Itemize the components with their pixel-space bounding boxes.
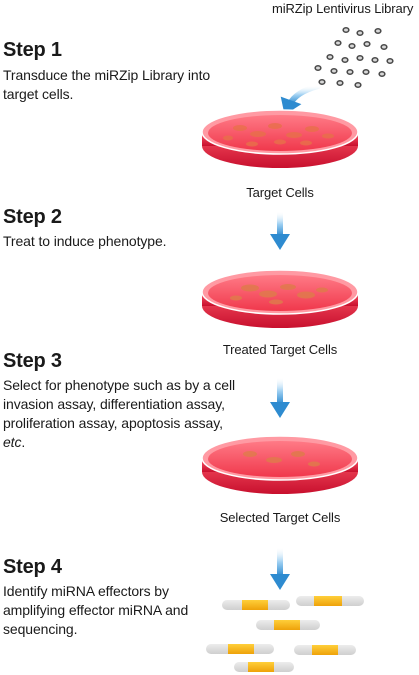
sequence-read xyxy=(206,644,274,654)
sequence-read xyxy=(294,645,356,655)
step-4-text: Identify miRNA effectors by amplifying e… xyxy=(3,583,189,637)
step-3-text: Select for phenotype such as by a cell i… xyxy=(3,376,235,452)
step-4-title: Step 4 xyxy=(3,556,62,578)
petri-dish-3 xyxy=(201,435,359,495)
sequence-reads xyxy=(206,596,364,672)
sequence-read xyxy=(222,600,290,610)
sequence-read xyxy=(296,596,364,606)
arrow-icon-step-2 xyxy=(270,212,290,250)
step-2-text: Treat to induce phenotype. xyxy=(3,233,167,249)
step-2-title: Step 2 xyxy=(3,206,62,228)
sequence-read xyxy=(234,662,294,672)
virus-particles xyxy=(314,27,394,88)
step-1-title: Step 1 xyxy=(3,39,62,61)
petri-dish-2 xyxy=(201,269,359,329)
step-3-text-etc: etc xyxy=(3,434,22,450)
step-1-text: Transduce the miRZip Library into target… xyxy=(3,67,211,102)
step-3-title: Step 3 xyxy=(3,350,62,372)
dish-3-caption: Selected Target Cells xyxy=(219,510,341,525)
sequence-read xyxy=(256,620,320,630)
library-label: miRZip Lentivirus Library xyxy=(272,1,414,16)
dish-2-caption: Treated Target Cells xyxy=(222,342,338,357)
petri-dish-1 xyxy=(201,109,359,169)
step-3-text-main: Select for phenotype such as by a cell i… xyxy=(3,377,236,431)
dish-1-caption: Target Cells xyxy=(246,185,314,200)
step-3-text-end: . xyxy=(21,434,26,450)
arrow-icon-step-3 xyxy=(270,378,290,418)
arrow-icon-step-4 xyxy=(270,548,290,590)
